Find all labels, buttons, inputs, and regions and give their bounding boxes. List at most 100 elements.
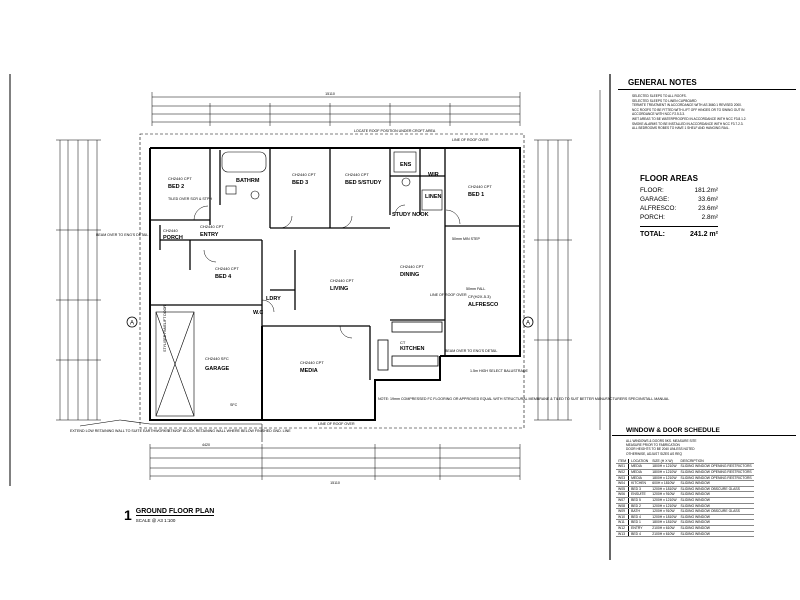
step-note: 50mm MIN STEP bbox=[452, 237, 481, 241]
room-bath-label: BATHRM bbox=[236, 178, 260, 184]
window-schedule-cell: SLIDING WINDOW OBSCURE GLASS bbox=[678, 508, 754, 515]
room-code-dining: CH2440 CPT bbox=[400, 264, 424, 269]
general-note-line: ALL BEDROOMS ROBES TO HAVE 1 SHELF AND H… bbox=[632, 126, 730, 131]
window-schedule-cell: W03 bbox=[616, 475, 630, 482]
room-code-porch: CH2440 bbox=[163, 228, 178, 233]
floor-area-label: ALFRESCO: bbox=[640, 205, 677, 212]
room-kitchen-label: KITCHEN bbox=[400, 346, 424, 352]
beam-over-note-2: BEAM OVER TO ENG'S DETAIL bbox=[445, 349, 497, 353]
floor-area-label: GARAGE: bbox=[640, 196, 670, 203]
window-schedule-cell: SLIDING WINDOW bbox=[678, 503, 754, 510]
room-entry-label: ENTRY bbox=[200, 232, 219, 238]
room-living-label: LIVING bbox=[330, 286, 348, 292]
window-schedule-cell: SLIDING WINDOW bbox=[678, 480, 754, 487]
window-schedule-title: WINDOW & DOOR SCHEDULE bbox=[612, 427, 796, 436]
room-code-living: CH2440 CPT bbox=[330, 278, 354, 283]
fall-note: 50mm FALL bbox=[466, 287, 485, 291]
floor-area-label: FLOOR: bbox=[640, 187, 664, 194]
section-marker-right: A bbox=[522, 316, 534, 328]
window-schedule-cell: MEDIA bbox=[628, 463, 651, 470]
room-code-garage: CH2440 SFC bbox=[205, 356, 229, 361]
external-walls bbox=[149, 147, 521, 421]
room-labels: CH2440 CPT BED 2 BATHRM CH2440 CPT BED 3… bbox=[163, 162, 499, 374]
door-swings bbox=[193, 204, 461, 339]
window-schedule-cell: SLIDING WINDOW bbox=[678, 531, 754, 538]
room-code-bed5: CH2440 CPT bbox=[345, 172, 369, 177]
floor-areas-total-row: TOTAL: 241.2 m² bbox=[640, 226, 718, 239]
window-schedule-note: DOOR HEIGHTS TO BE 2040 UNLESS NOTED bbox=[626, 447, 695, 452]
floor-area-row: FLOOR:181.2m² bbox=[640, 186, 718, 195]
window-schedule-cell: W05 bbox=[616, 486, 630, 493]
window-schedule-cell: SLIDING WINDOW OBSCURE GLASS bbox=[678, 486, 754, 493]
floor-area-row: PORCH:2.8m² bbox=[640, 213, 718, 222]
window-schedule-cell: W12 bbox=[616, 525, 630, 532]
window-schedule-cell: W09 bbox=[616, 508, 630, 515]
window-schedule-cell: SLIDING WINDOW bbox=[678, 497, 754, 504]
window-schedule-cell: W02 bbox=[616, 469, 630, 476]
floor-area-value: 2.8m² bbox=[701, 214, 718, 221]
window-schedule-cell: 2100H x 610W bbox=[650, 525, 679, 532]
retaining-walls bbox=[79, 419, 263, 442]
room-bed5-label: BED 5/STUDY bbox=[345, 180, 382, 186]
window-schedule-cell: BED 4 bbox=[628, 514, 651, 521]
window-schedule-cell: MEDIA bbox=[628, 469, 651, 476]
room-bed4-label: BED 4 bbox=[215, 274, 232, 280]
garage-door bbox=[155, 311, 195, 417]
window-schedule-cell: 1200H x 1210W bbox=[650, 497, 679, 504]
room-wc-label: W.C bbox=[253, 310, 263, 316]
room-dining-label: DINING bbox=[400, 272, 419, 278]
window-schedule-cell: 600H x 1810W bbox=[650, 480, 679, 487]
window-schedule-cell: BED 5 bbox=[628, 497, 651, 504]
bottom-dimension-first: 4420 bbox=[202, 443, 210, 447]
general-notes-title: GENERAL NOTES bbox=[618, 78, 796, 90]
window-schedule-column-header: ITEM bbox=[616, 458, 630, 465]
section-marker-left: A bbox=[126, 316, 138, 328]
room-ldry-label: LDRY bbox=[266, 296, 281, 302]
room-alfresco-label: ALFRESCO bbox=[468, 302, 499, 308]
floor-areas-total-label: TOTAL: bbox=[640, 231, 666, 238]
window-schedule-cell: BED 1 bbox=[628, 519, 651, 526]
room-code-bed2: CH2440 CPT bbox=[168, 176, 192, 181]
plan-annotations: LOCATE ROOF POSITION UNDER CROFT AREA LI… bbox=[70, 129, 669, 433]
room-wir-label: WIR bbox=[428, 172, 439, 178]
window-schedule-cell: W04 bbox=[616, 480, 630, 487]
top-overall-dimension: 15110 bbox=[325, 92, 335, 96]
window-schedule-cell: 2100H x 610W bbox=[650, 531, 679, 538]
window-schedule-cell: 1200H x 910W bbox=[650, 491, 679, 498]
window-schedule-cell: ENTRY bbox=[628, 525, 651, 532]
window-schedule-cell: SLIDING WINDOW OPENING RESTRICTORS bbox=[678, 475, 754, 482]
window-schedule-cell: BED 2 bbox=[628, 503, 651, 510]
room-code-alfresco: CF(H2X-5.3) bbox=[468, 294, 491, 299]
locate-roof-note: LOCATE ROOF POSITION UNDER CROFT AREA bbox=[354, 129, 436, 133]
room-bed1-label: BED 1 bbox=[468, 192, 484, 198]
floor-area-value: 33.6m² bbox=[698, 196, 718, 203]
left-dimensions bbox=[56, 139, 101, 421]
window-schedule-column-header: SIZE (H X W) bbox=[650, 458, 679, 465]
compressed-fc-note: NOTE: 19mm COMPRESSED FC FLOORING OR APP… bbox=[378, 397, 669, 401]
window-schedule-cell: SLIDING WINDOW bbox=[678, 491, 754, 498]
room-ens-label: ENS bbox=[400, 162, 412, 168]
balustrade-note: 1.5m HIGH SELECT BALUSTRADE bbox=[470, 369, 528, 373]
room-code-entry: CH2440 CPT bbox=[200, 224, 224, 229]
general-note-line: SELECTED SLEEPS TO ALL ROOFS. bbox=[632, 94, 687, 98]
block-retaining-note: BTM/OF BLOCK RETAINING WALL WHERE BELOW … bbox=[168, 429, 291, 433]
window-schedule-cell: SLIDING WINDOW bbox=[678, 525, 754, 532]
bottom-dimensions bbox=[149, 444, 521, 480]
floor-area-row: GARAGE: 33.6m² bbox=[640, 195, 718, 204]
kitchen-bench bbox=[377, 321, 443, 371]
room-bed3-label: BED 3 bbox=[292, 180, 308, 186]
window-schedule-cell: SLIDING WINDOW bbox=[678, 514, 754, 521]
general-notes-list: SELECTED SLEEPS TO ALL ROOFS.SELECTED SL… bbox=[618, 94, 796, 131]
window-schedule-cell: SLIDING WINDOW OPENING RESTRICTORS bbox=[678, 463, 754, 470]
window-schedule-cell: 1800H x 1210W bbox=[650, 463, 679, 470]
